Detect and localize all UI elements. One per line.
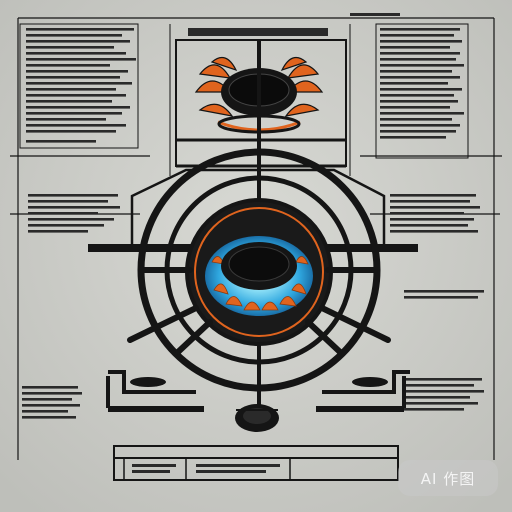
burner-housing-outline [130, 168, 386, 246]
lower-housing [106, 370, 410, 412]
watermark-text: AI 作图 [420, 469, 476, 488]
foot-pads [130, 377, 388, 387]
annotation-block-mid-left [28, 194, 120, 233]
watermark-badge: AI 作图 [398, 460, 498, 496]
annotation-block-top-right [350, 13, 464, 139]
grate-spokes [127, 267, 391, 355]
annotation-block-top-left [26, 28, 136, 143]
blue-flame-burner-icon [205, 236, 313, 316]
base-plate-labels [132, 464, 280, 473]
annotation-block-lower-right [404, 290, 484, 411]
base-plate [113, 445, 399, 481]
annotation-block-lower-left [22, 386, 82, 419]
control-knob [235, 404, 279, 432]
annotation-box-top-left [19, 23, 139, 149]
annotation-block-mid-right [390, 194, 480, 233]
